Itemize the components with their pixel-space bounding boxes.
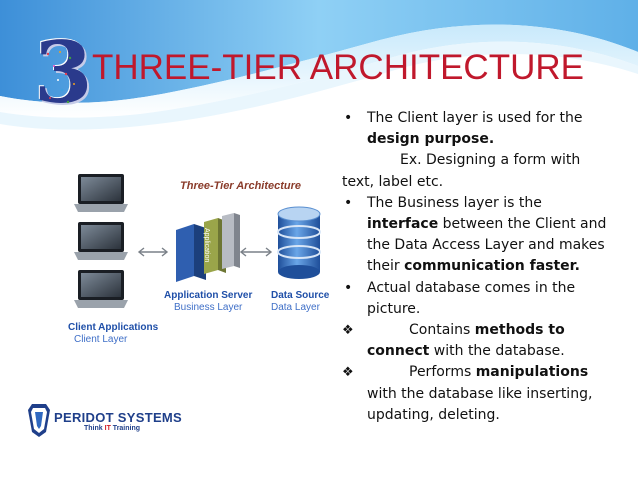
data-layer-label: Data Layer (271, 302, 320, 313)
bullet-list: • The Client layer is used for the desig… (342, 108, 634, 426)
client-layer-label: Client Layer (74, 334, 128, 345)
bullet-text: between the Client and (438, 216, 607, 233)
bullet-database: • Actual database comes in the picture. (342, 278, 634, 320)
slide-title: THREE-TIER ARCHITECTURE (92, 48, 584, 87)
bullet-text: their (367, 258, 405, 275)
bullet-text: The Client layer is used for the (367, 110, 583, 126)
logo-tagline: Think IT Training (84, 425, 140, 432)
application-book-label: Application (203, 228, 210, 263)
application-server-label: Application Server (164, 290, 253, 301)
bullet-bold: manipulations (475, 364, 589, 381)
header-wave (0, 0, 638, 130)
bullet-line: Actual database comes in the (367, 278, 634, 299)
diagram-title: Three-Tier Architecture (180, 180, 302, 192)
diamond-bullet-icon: ❖ (342, 365, 354, 381)
laptop-icon (74, 174, 128, 212)
bullet-text: with the database like inserting, (367, 385, 593, 402)
double-arrow-icon (137, 247, 169, 257)
logo-name: PERIDOT SYSTEMS (54, 410, 183, 425)
diamond-bullet-icon: ❖ (342, 323, 354, 339)
bullet-text: picture. (367, 300, 421, 317)
bullet-line: Performs manipulations (367, 362, 634, 383)
architecture-diagram (74, 174, 321, 308)
bullet-text: Contains (409, 322, 475, 339)
bullet-business-layer: • The Business layer is the interface be… (342, 193, 634, 278)
bullet-text: the Data Access Layer and makes (367, 237, 605, 254)
bullet-line: picture. (367, 299, 634, 320)
bullet-client-layer: • The Client layer is used for the desig… (342, 108, 634, 150)
logo-tag-it: IT (104, 425, 111, 432)
database-icon (277, 206, 321, 279)
application-server-icon (176, 213, 240, 282)
bullet-text: The Business layer is the (367, 194, 542, 211)
bullet-text: with the database. (429, 343, 565, 360)
bullet-dot-icon: • (344, 279, 353, 296)
logo-tag-text: Think (84, 425, 105, 432)
bullet-bold: methods to (474, 322, 565, 339)
bullet-line: The Client layer is used for the (367, 108, 634, 129)
bullet-dot-icon: • (344, 194, 353, 211)
bullet-bold: connect (367, 343, 430, 360)
data-source-label: Data Source (271, 290, 330, 301)
bullet-line: The Business layer is the (367, 193, 634, 214)
bullet-bold: interface (367, 216, 439, 233)
logo-tag-text: Training (110, 425, 141, 432)
bullet-line: their communication faster. (367, 256, 634, 277)
peridot-logo (28, 404, 50, 437)
sub-bullet-methods: ❖ Contains methods to connect with the d… (342, 320, 634, 362)
slide-number: 3 (34, 23, 92, 122)
bullet-line: interface between the Client and (367, 214, 634, 235)
bullet-text: Actual database comes in the (367, 279, 576, 296)
bullet-line: the Data Access Layer and makes (367, 235, 634, 256)
sub-bullet-manipulations: ❖ Performs manipulations with the databa… (342, 362, 634, 426)
example-line: text, label etc. (342, 173, 444, 190)
bullet-line: connect with the database. (367, 341, 634, 362)
laptop-icon (74, 270, 128, 308)
example-line: Ex. Designing a form with (400, 152, 581, 169)
bullet-dot-icon: • (344, 110, 353, 126)
laptop-icon (74, 222, 128, 260)
business-layer-label: Business Layer (174, 302, 243, 313)
bullet-line: design purpose. (367, 129, 634, 150)
bullet-line: Contains methods to (367, 320, 634, 341)
double-arrow-icon (239, 247, 273, 257)
bullet-text: updating, deleting. (367, 406, 500, 423)
client-applications-label: Client Applications (68, 322, 159, 333)
bullet-bold: communication faster. (404, 258, 580, 275)
bullet-line: updating, deleting. (367, 405, 634, 426)
bullet-bold: design purpose. (367, 131, 495, 148)
bullet-line: with the database like inserting, (367, 384, 634, 405)
bullet-text: Performs (409, 364, 476, 381)
